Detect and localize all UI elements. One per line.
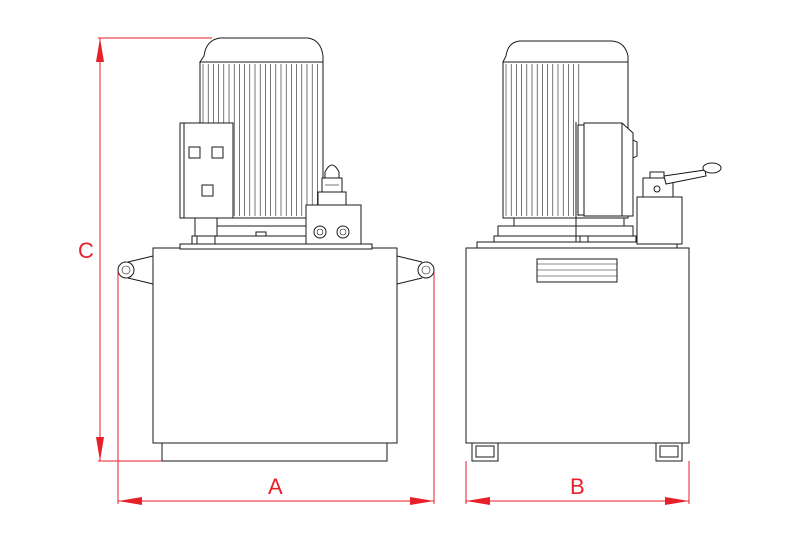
side-motor-mount — [493, 217, 637, 243]
dimension-c: C — [78, 37, 212, 462]
side-vent-grille-icon — [536, 258, 618, 283]
front-lid-plate — [179, 243, 373, 250]
control-button-left-icon — [188, 146, 201, 159]
front-view — [117, 37, 435, 462]
dimension-c-label: C — [78, 238, 94, 263]
dimension-lines: C A B — [78, 37, 690, 505]
control-switch-icon — [201, 184, 214, 197]
side-left-foot-icon — [471, 442, 499, 462]
front-right-handle-icon — [396, 255, 435, 285]
side-control-box-icon — [575, 122, 638, 242]
dimension-b: B — [465, 461, 690, 505]
side-handle-lever-icon — [663, 162, 722, 185]
control-button-right-icon — [211, 146, 224, 159]
side-valve-block-icon — [636, 162, 722, 245]
front-base-plinth — [161, 442, 388, 462]
front-pressure-gauge-icon — [324, 164, 340, 179]
front-tank-body — [152, 247, 398, 444]
side-view — [465, 40, 722, 462]
front-control-box-icon — [179, 122, 234, 245]
side-right-foot-icon — [655, 442, 683, 462]
dimension-a: A — [117, 272, 435, 505]
front-left-handle-icon — [117, 255, 154, 285]
front-valve-block-icon — [305, 164, 362, 245]
dimension-b-label: B — [570, 474, 585, 499]
dimension-a-label: A — [268, 474, 283, 499]
